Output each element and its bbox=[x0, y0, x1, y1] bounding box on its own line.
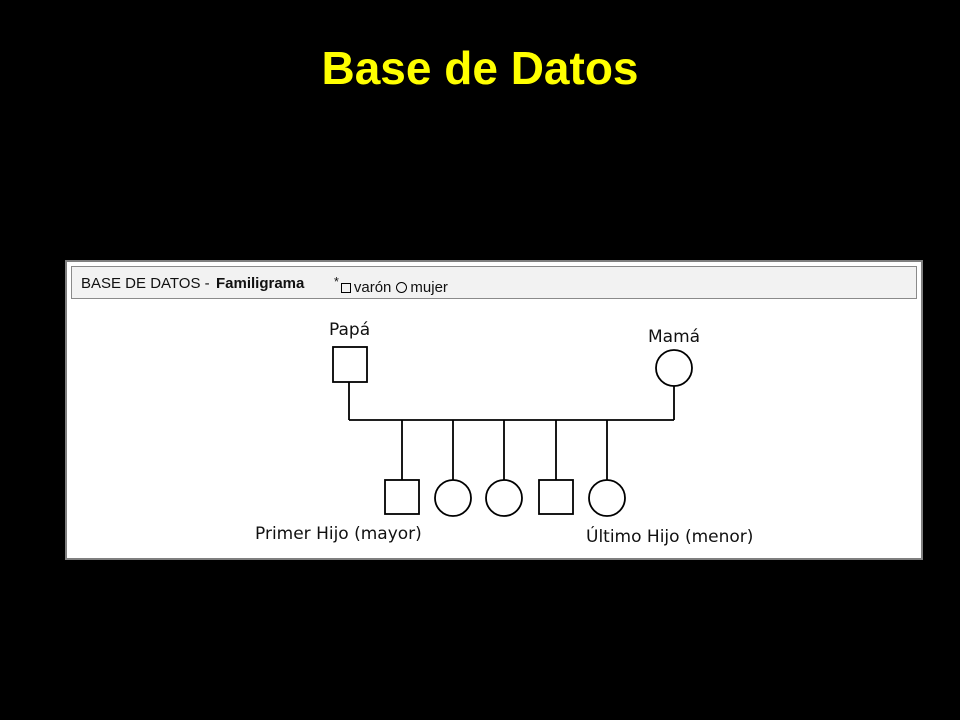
famigrama-label: Familigrama bbox=[216, 275, 305, 292]
mother-label: Mamá bbox=[648, 327, 700, 347]
child-circle bbox=[588, 479, 626, 517]
family-tree-diagram: Papá Mamá Primer Hijo (mayor) Último Hij… bbox=[255, 320, 753, 547]
first-child-label: Primer Hijo (mayor) bbox=[255, 524, 422, 544]
legend-square-icon bbox=[340, 283, 351, 293]
father-square bbox=[332, 346, 368, 383]
slide-title: Base de Datos bbox=[321, 42, 639, 94]
mother-circle bbox=[655, 349, 693, 387]
father-label: Papá bbox=[329, 320, 370, 340]
legend-female-label: mujer bbox=[410, 279, 448, 296]
children-group bbox=[384, 420, 626, 517]
child-circle bbox=[434, 479, 472, 517]
legend-circle-icon bbox=[396, 282, 408, 293]
child-square bbox=[538, 479, 574, 515]
database-label: BASE DE DATOS - bbox=[81, 275, 210, 292]
child-circle bbox=[485, 479, 523, 517]
legend-male-label: varón bbox=[353, 279, 392, 296]
child-square bbox=[384, 479, 420, 515]
legend: * varón mujer bbox=[334, 275, 448, 296]
legend-asterisk: * bbox=[334, 275, 339, 289]
last-child-label: Último Hijo (menor) bbox=[586, 525, 753, 547]
figure-header: BASE DE DATOS - Familigrama * varón mujer bbox=[71, 266, 917, 299]
